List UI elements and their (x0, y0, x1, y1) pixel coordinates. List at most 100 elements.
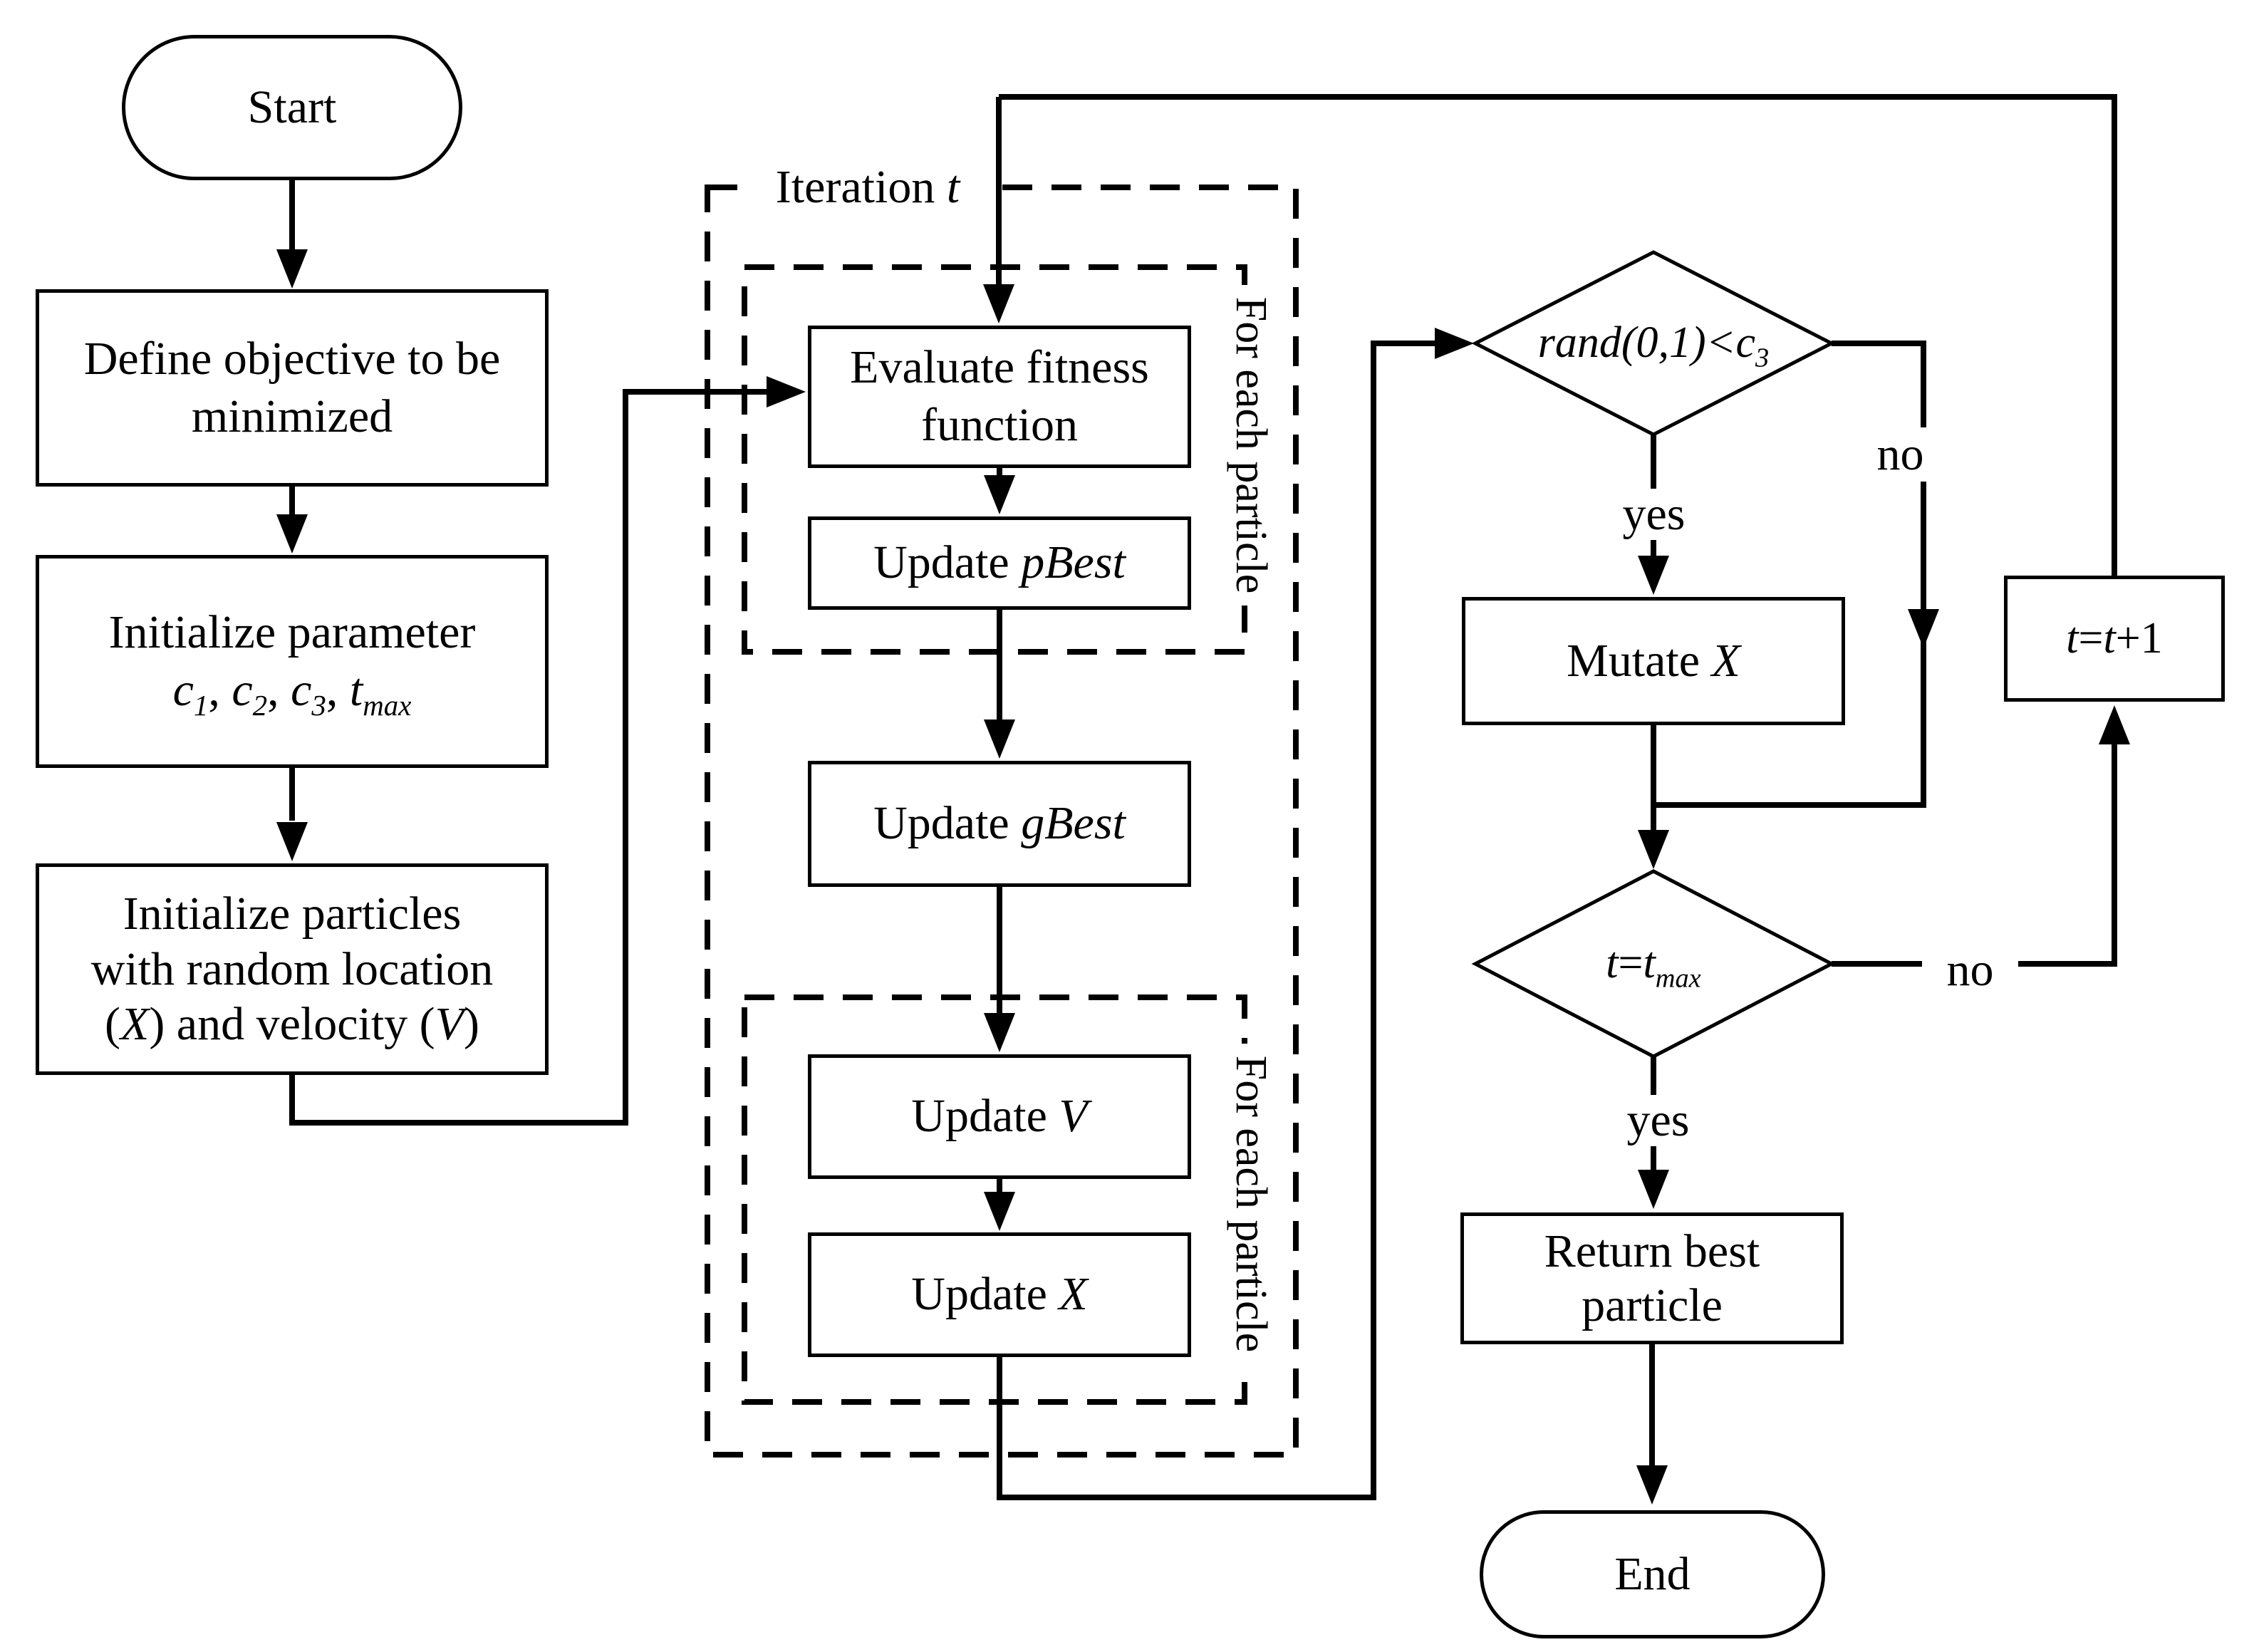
tmax-t1: t (1606, 939, 1619, 988)
update-pbest-label: Update pBest (873, 534, 1126, 592)
update-pbest-var: pBest (1021, 536, 1126, 589)
rand-expr-sub: 3 (1755, 343, 1770, 373)
param-c2-sub: 2 (252, 689, 268, 722)
init-param-line1: Initialize parameter (108, 606, 476, 658)
init-particles-paren2: ) (464, 998, 479, 1051)
edge-initparticles-to-evaluate (289, 389, 767, 1126)
param-tmax: t (349, 663, 363, 716)
arrowhead-rand-decision (1435, 328, 1474, 359)
arrowhead-define (276, 249, 308, 289)
edge-top-feedback (999, 94, 2117, 576)
arrowhead-update-v (984, 1013, 1015, 1052)
update-x-var: X (1059, 1268, 1088, 1321)
init-particles-x: X (120, 998, 150, 1051)
tinc-t2: t (2103, 613, 2116, 663)
tmax-no-label: no (1922, 943, 2018, 997)
for-each-particle-label-2: For each particle (1226, 1044, 1276, 1364)
arrowhead-gbest (984, 719, 1015, 759)
param-sep3: , (326, 663, 350, 716)
iteration-var: t (946, 161, 960, 213)
end-label: End (1614, 1547, 1691, 1600)
rand-expr: rand(0,1)<c (1537, 318, 1756, 368)
rand-no-label: no (1852, 427, 1948, 482)
start-node: Start (122, 35, 462, 180)
define-objective-node: Define objective to be minimized (36, 289, 549, 487)
mutate-x-label: Mutate X (1567, 633, 1740, 690)
tmax-yes-label: yes (1599, 1094, 1717, 1146)
t-increment-node: t=t+1 (2004, 576, 2225, 702)
arrowhead-evaluate-left (767, 376, 806, 407)
rand-decision-text: rand(0,1)<c3 (1475, 252, 1832, 435)
start-label: Start (247, 80, 337, 133)
arrowhead-end (1636, 1465, 1668, 1505)
rand-decision-expr: rand(0,1)<c3 (1537, 316, 1770, 373)
update-v-prefix: Update (911, 1090, 1059, 1143)
update-v-var: V (1059, 1090, 1088, 1143)
tmax-t2: t (1643, 939, 1656, 988)
init-particles-mid: ) and velocity ( (149, 998, 435, 1051)
define-objective-line2: minimized (191, 390, 393, 442)
param-c3: c (291, 663, 312, 716)
iteration-label: Iteration t (748, 161, 987, 214)
arrowhead-mutate (1638, 556, 1669, 595)
arrowhead-tmax-decision (1638, 830, 1669, 869)
init-particles-line1: Initialize particles (123, 887, 462, 940)
mutate-x-node: Mutate X (1462, 597, 1845, 725)
evaluate-fitness-line1: Evaluate fitness (850, 341, 1149, 394)
init-particles-paren1: ( (105, 998, 120, 1051)
tmax-decision-text: t=tmax (1475, 871, 1832, 1056)
edge-tmax-no-to-increment (1832, 742, 2117, 967)
update-gbest-label: Update gBest (873, 795, 1126, 853)
arrowhead-increment (2099, 705, 2130, 744)
edge-rand-no (1653, 341, 1926, 808)
arrowhead-rand-no (1908, 609, 1939, 648)
update-gbest-node: Update gBest (808, 761, 1191, 887)
tinc-eq: = (2078, 613, 2104, 663)
for-each-particle-label-1: For each particle (1226, 285, 1276, 606)
init-particles-v: V (435, 998, 464, 1051)
update-x-node: Update X (808, 1232, 1191, 1357)
arrowhead-initparam (276, 514, 308, 554)
return-best-node: Return best particle (1460, 1212, 1844, 1344)
end-node: End (1480, 1510, 1825, 1638)
update-pbest-prefix: Update (873, 536, 1022, 589)
init-particles-node: Initialize particles with random locatio… (36, 863, 549, 1075)
param-sep2: , (267, 663, 291, 716)
mutate-x-prefix: Mutate (1567, 634, 1712, 687)
tmax-decision-expr: t=tmax (1606, 937, 1701, 994)
iteration-prefix: Iteration (775, 161, 947, 213)
rand-yes-label: yes (1595, 488, 1713, 540)
tmax-eq: = (1618, 939, 1643, 988)
tinc-t1: t (2066, 613, 2079, 663)
arrowhead-return (1638, 1170, 1669, 1209)
update-x-label: Update X (911, 1266, 1087, 1324)
update-gbest-var: gBest (1021, 797, 1126, 850)
return-best-line1: Return best (1544, 1225, 1760, 1277)
update-v-node: Update V (808, 1054, 1191, 1179)
tmax-sub: max (1655, 963, 1701, 994)
tinc-plus1: +1 (2115, 613, 2163, 663)
param-c2: c (232, 663, 253, 716)
param-c1-sub: 1 (193, 689, 209, 722)
arrowhead-evaluate-top (983, 284, 1014, 323)
tmax-decision-diamond (1471, 869, 1836, 1059)
evaluate-fitness-line2: function (921, 399, 1078, 451)
arrowhead-pbest (984, 475, 1015, 514)
update-v-label: Update V (911, 1088, 1087, 1146)
param-c3-sub: 3 (311, 689, 326, 722)
define-objective-line1: Define objective to be (83, 332, 501, 385)
update-gbest-prefix: Update (873, 797, 1022, 850)
rand-decision-diamond (1471, 250, 1836, 437)
arrowhead-update-x (984, 1192, 1015, 1231)
update-pbest-node: Update pBest (808, 516, 1191, 610)
evaluate-fitness-node: Evaluate fitness function (808, 326, 1191, 468)
init-param-line2: c1, c2, c3, tmax (172, 662, 412, 722)
init-particles-line3: (X) and velocity (V) (105, 997, 479, 1052)
update-x-prefix: Update (911, 1268, 1059, 1321)
t-increment-label: t=t+1 (2066, 612, 2162, 666)
param-c1: c (172, 663, 194, 716)
mutate-x-var: X (1711, 634, 1740, 687)
arrowhead-initparticles (276, 822, 308, 861)
iteration-label-text: Iteration t (776, 160, 960, 214)
